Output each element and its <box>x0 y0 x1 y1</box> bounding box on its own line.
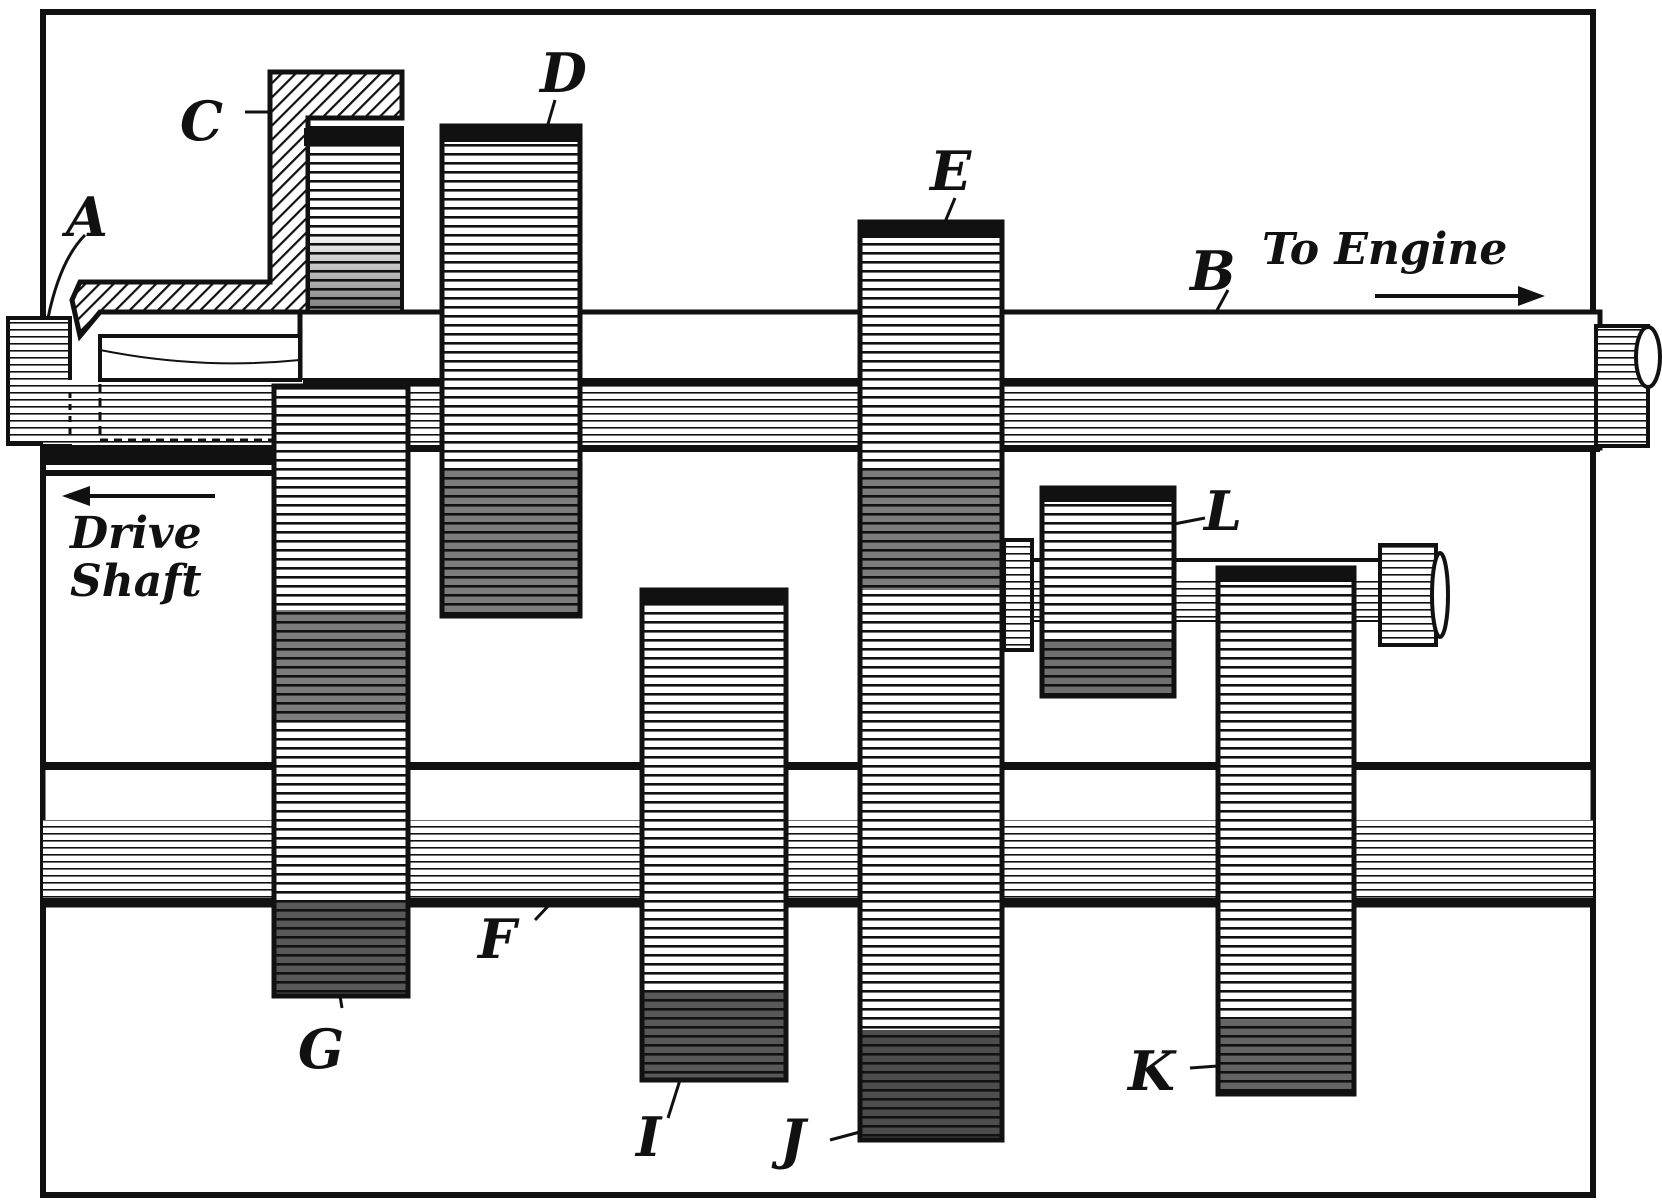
gear-k <box>1215 565 1357 1097</box>
drive-shaft-arrow <box>62 486 215 506</box>
gear-e-j <box>857 219 1005 1143</box>
gear-l <box>1039 485 1177 699</box>
label-i: I <box>634 1105 663 1169</box>
label-b: B <box>1188 239 1236 303</box>
leader-lines <box>46 99 1230 1142</box>
gear-g <box>271 383 411 999</box>
drive-shaft-stub <box>6 316 303 476</box>
label-e: E <box>928 139 972 203</box>
label-g: G <box>298 1017 344 1081</box>
label-f: F <box>476 907 520 971</box>
label-d: D <box>538 41 587 105</box>
label-c: C <box>180 89 223 153</box>
label-k: K <box>1126 1039 1177 1103</box>
clutch-part-c <box>69 69 405 382</box>
label-drive: Drive <box>68 508 202 559</box>
label-a: A <box>61 185 108 249</box>
gear-c-internal <box>304 126 404 314</box>
label-to-engine: To Engine <box>1262 224 1507 275</box>
to-engine-arrow <box>1375 286 1545 306</box>
gear-i <box>639 587 789 1083</box>
shaft-b-end-stub <box>1594 324 1662 448</box>
label-shaft: Shaft <box>70 556 202 607</box>
label-l: L <box>1202 479 1242 543</box>
gear-d <box>439 123 583 619</box>
